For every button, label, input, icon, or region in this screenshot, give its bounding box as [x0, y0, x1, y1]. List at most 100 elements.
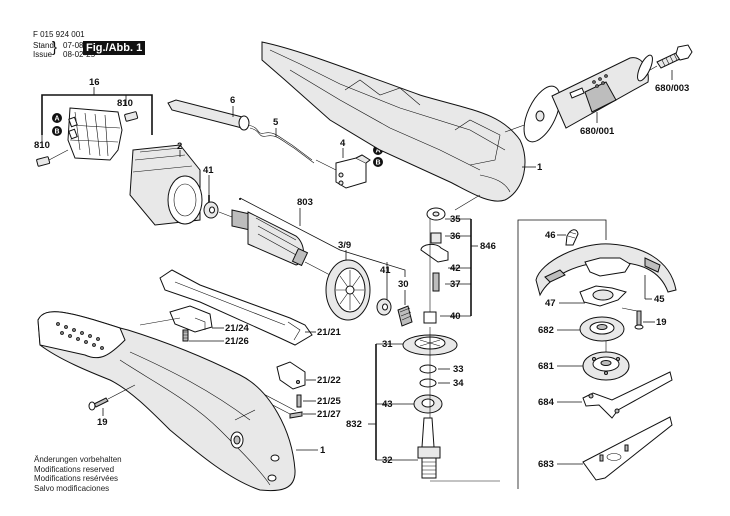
connector-b-marker-2: B: [373, 157, 383, 167]
modifications-note: Änderungen vorbehalten Modifications res…: [34, 455, 122, 493]
label-680-003: 680/003: [655, 83, 689, 94]
label-1-top: 1: [537, 162, 543, 173]
label-5: 5: [273, 117, 279, 128]
housing-half-bottom[interactable]: [37, 311, 296, 492]
pin-spanner-684[interactable]: [582, 371, 673, 419]
label-47: 47: [545, 298, 556, 309]
label-37: 37: [450, 279, 461, 290]
label-31: 31: [382, 339, 393, 350]
figure-label: Fig./Abb. 1: [83, 41, 146, 55]
document-number: F 015 924 001: [33, 30, 85, 39]
spring-21-25[interactable]: [296, 394, 302, 408]
stand-value: 07-08: [63, 41, 84, 50]
part-42: [420, 243, 449, 263]
label-21-21: 21/21: [317, 327, 341, 338]
clamping-ring-47[interactable]: [579, 285, 627, 307]
label-40: 40: [450, 311, 461, 322]
spring-21-26[interactable]: [182, 329, 189, 342]
label-21-22: 21/22: [317, 375, 341, 386]
label-21-25: 21/25: [317, 396, 341, 407]
armature-rotor[interactable]: [218, 209, 331, 276]
label-41-left: 41: [203, 165, 214, 176]
brace-symbol: }: [52, 39, 58, 56]
handle-screw[interactable]: [649, 44, 693, 71]
label-832: 832: [346, 419, 362, 430]
clamping-lever-46[interactable]: [565, 229, 579, 246]
svg-text:B: B: [376, 160, 381, 167]
clamping-nut-681[interactable]: [582, 351, 630, 381]
label-6: 6: [230, 95, 235, 106]
label-45: 45: [654, 294, 665, 305]
label-35: 35: [450, 214, 461, 225]
label-846: 846: [480, 241, 496, 252]
part-40: [423, 311, 437, 324]
part-36: [430, 232, 442, 244]
label-33: 33: [453, 364, 464, 375]
label-21-26: 21/26: [225, 336, 249, 347]
label-34: 34: [453, 378, 464, 389]
guard-screw-19[interactable]: [621, 307, 644, 330]
mounting-flange-682[interactable]: [579, 316, 625, 342]
label-19-left: 19: [97, 417, 108, 428]
label-32: 32: [382, 455, 393, 466]
label-19-right: 19: [656, 317, 667, 328]
bracket-803: [239, 197, 406, 277]
terminal-block[interactable]: [315, 154, 371, 189]
spindle-group[interactable]: [402, 327, 500, 482]
spindle-lock-group[interactable]: [420, 194, 481, 324]
stator-field-coil[interactable]: [129, 144, 203, 226]
part-37: [432, 272, 440, 292]
cable-sleeve[interactable]: [167, 99, 250, 131]
label-681: 681: [538, 361, 555, 372]
svg-text:A: A: [376, 148, 381, 155]
label-810-top: 810: [117, 98, 133, 109]
svg-text:A: A: [55, 116, 60, 123]
carbon-brush-left: [36, 156, 51, 167]
carbon-brush-top: [124, 111, 139, 122]
connector-a-marker: A: [52, 113, 62, 123]
brush-holder-assembly[interactable]: [36, 87, 153, 167]
housing-screw-19[interactable]: [88, 384, 136, 411]
power-cable[interactable]: [247, 124, 315, 164]
note-line-es: Salvo modificaciones: [34, 483, 110, 493]
label-2: 2: [177, 141, 182, 152]
switch-slide-21-22[interactable]: [276, 361, 306, 390]
auxiliary-handle[interactable]: [517, 53, 656, 147]
label-3-9: 3/9: [338, 240, 351, 251]
label-30: 30: [398, 279, 409, 290]
two-pin-spanner-683[interactable]: [582, 416, 673, 481]
bearing-41-left[interactable]: [203, 201, 219, 219]
connector-b-marker: B: [52, 126, 62, 136]
bracket-16: [41, 94, 153, 135]
housing-half-top[interactable]: [261, 41, 526, 202]
bearing-41-right[interactable]: [376, 298, 392, 316]
label-684: 684: [538, 397, 555, 408]
label-803: 803: [297, 197, 313, 208]
ring-34: [419, 378, 437, 388]
brush-holder: [67, 107, 123, 161]
label-4: 4: [340, 138, 346, 149]
label-46: 46: [545, 230, 556, 241]
issue-value: 08-02-25: [63, 50, 96, 59]
note-line-fr: Modifications resérvées: [34, 474, 119, 484]
fan-wheel[interactable]: [325, 259, 371, 321]
label-41-right: 41: [380, 265, 391, 276]
ring-33: [419, 364, 437, 374]
switch-cap-21-24[interactable]: [169, 305, 213, 333]
label-21-24: 21/24: [225, 323, 249, 334]
label-21-27: 21/27: [317, 409, 341, 420]
label-680-001: 680/001: [580, 126, 615, 137]
label-43: 43: [382, 399, 393, 410]
label-682: 682: [538, 325, 554, 336]
label-1-bottom: 1: [320, 445, 326, 456]
stand-label: Stand: [33, 41, 54, 50]
pinion-30[interactable]: [397, 305, 413, 327]
spindle-32: [421, 417, 435, 448]
svg-text:B: B: [55, 129, 60, 136]
label-16: 16: [89, 77, 100, 88]
protection-guard[interactable]: [535, 243, 677, 297]
switch-rod-21-21[interactable]: [159, 269, 313, 346]
issue-label: Issue: [33, 50, 53, 59]
label-683: 683: [538, 459, 554, 470]
